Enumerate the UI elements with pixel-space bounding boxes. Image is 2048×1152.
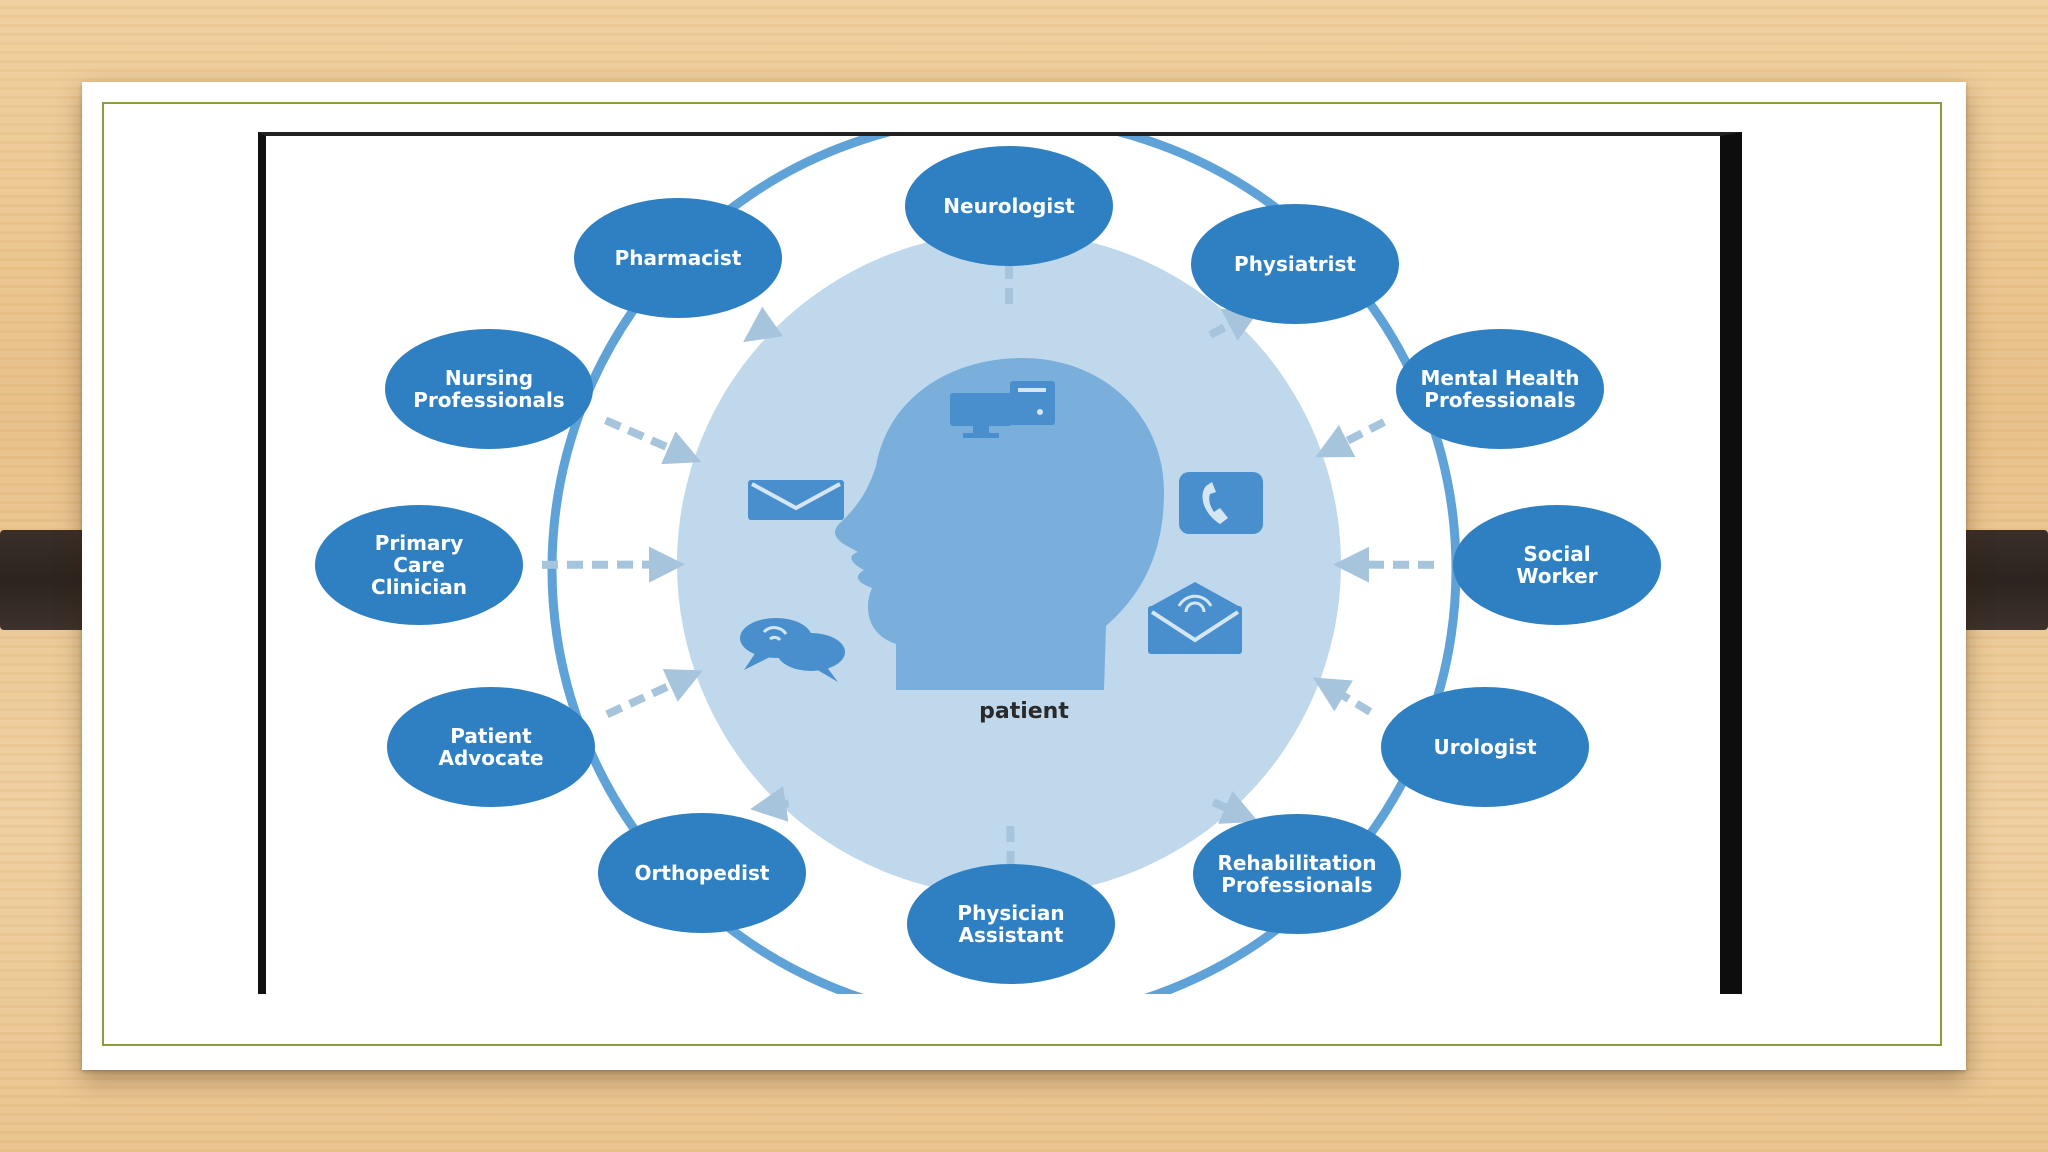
node-label-orthopedist: Orthopedist xyxy=(635,861,770,885)
node-label-urologist: Urologist xyxy=(1433,735,1537,759)
arrow-urologist xyxy=(1312,677,1373,716)
arrow-rehabilitation-professionals xyxy=(1211,790,1259,824)
node-label-patient-advocate: Advocate xyxy=(438,746,543,770)
patient-head xyxy=(835,358,1164,690)
node-circle-primary-care-clinician xyxy=(315,505,523,625)
node-circle-urologist xyxy=(1381,687,1589,807)
slide-frame xyxy=(102,102,1942,1046)
arrow-orthopedist xyxy=(750,786,790,822)
arrow-patient-advocate xyxy=(605,669,703,718)
node-circle-physiatrist xyxy=(1191,204,1399,324)
node-neurologist: Neurologist xyxy=(905,146,1113,266)
node-label-rehabilitation-professionals: Rehabilitation xyxy=(1217,851,1376,875)
node-label-rehabilitation-professionals: Professionals xyxy=(1221,873,1372,897)
patient-label: patient xyxy=(979,699,1069,724)
email-icon xyxy=(748,480,844,520)
node-circle-patient-advocate xyxy=(387,687,595,807)
node-circle-nursing-professionals xyxy=(385,329,593,449)
node-label-pharmacist: Pharmacist xyxy=(615,246,742,270)
node-label-physician-assistant: Assistant xyxy=(959,923,1064,947)
node-label-primary-care-clinician: Primary xyxy=(375,531,464,555)
arrow-physiatrist xyxy=(1208,308,1261,341)
node-orthopedist: Orthopedist xyxy=(598,813,806,933)
node-label-physiatrist: Physiatrist xyxy=(1234,252,1356,276)
node-physiatrist: Physiatrist xyxy=(1191,204,1399,324)
node-label-physician-assistant: Physician xyxy=(957,901,1064,925)
chat-icon xyxy=(740,618,845,682)
mail-signal-icon xyxy=(1148,582,1242,654)
node-pharmacist: Pharmacist xyxy=(574,198,782,318)
node-label-primary-care-clinician: Clinician xyxy=(371,575,467,599)
computer-icon xyxy=(950,381,1055,438)
node-circle-rehabilitation-professionals xyxy=(1193,814,1401,934)
node-label-nursing-professionals: Professionals xyxy=(413,388,564,412)
node-circle-mental-health-professionals xyxy=(1396,329,1604,449)
phone-icon xyxy=(1179,472,1263,534)
node-circle-neurologist xyxy=(905,146,1113,266)
node-label-social-worker: Worker xyxy=(1516,564,1597,588)
arrow-mental-health-professionals xyxy=(1315,418,1386,458)
node-label-primary-care-clinician: Care xyxy=(393,553,445,577)
node-urologist: Urologist xyxy=(1381,687,1589,807)
node-circle-orthopedist xyxy=(598,813,806,933)
node-label-neurologist: Neurologist xyxy=(943,194,1075,218)
node-label-patient-advocate: Patient xyxy=(450,724,532,748)
arrow-pharmacist xyxy=(743,306,783,343)
node-label-mental-health-professionals: Professionals xyxy=(1424,388,1575,412)
node-label-social-worker: Social xyxy=(1523,542,1590,566)
node-label-mental-health-professionals: Mental Health xyxy=(1420,366,1579,390)
node-circle-pharmacist xyxy=(574,198,782,318)
node-circle-physician-assistant xyxy=(907,864,1115,984)
node-circle-social-worker xyxy=(1453,505,1661,625)
arrow-nursing-professionals xyxy=(603,416,702,465)
node-label-nursing-professionals: Nursing xyxy=(445,366,533,390)
